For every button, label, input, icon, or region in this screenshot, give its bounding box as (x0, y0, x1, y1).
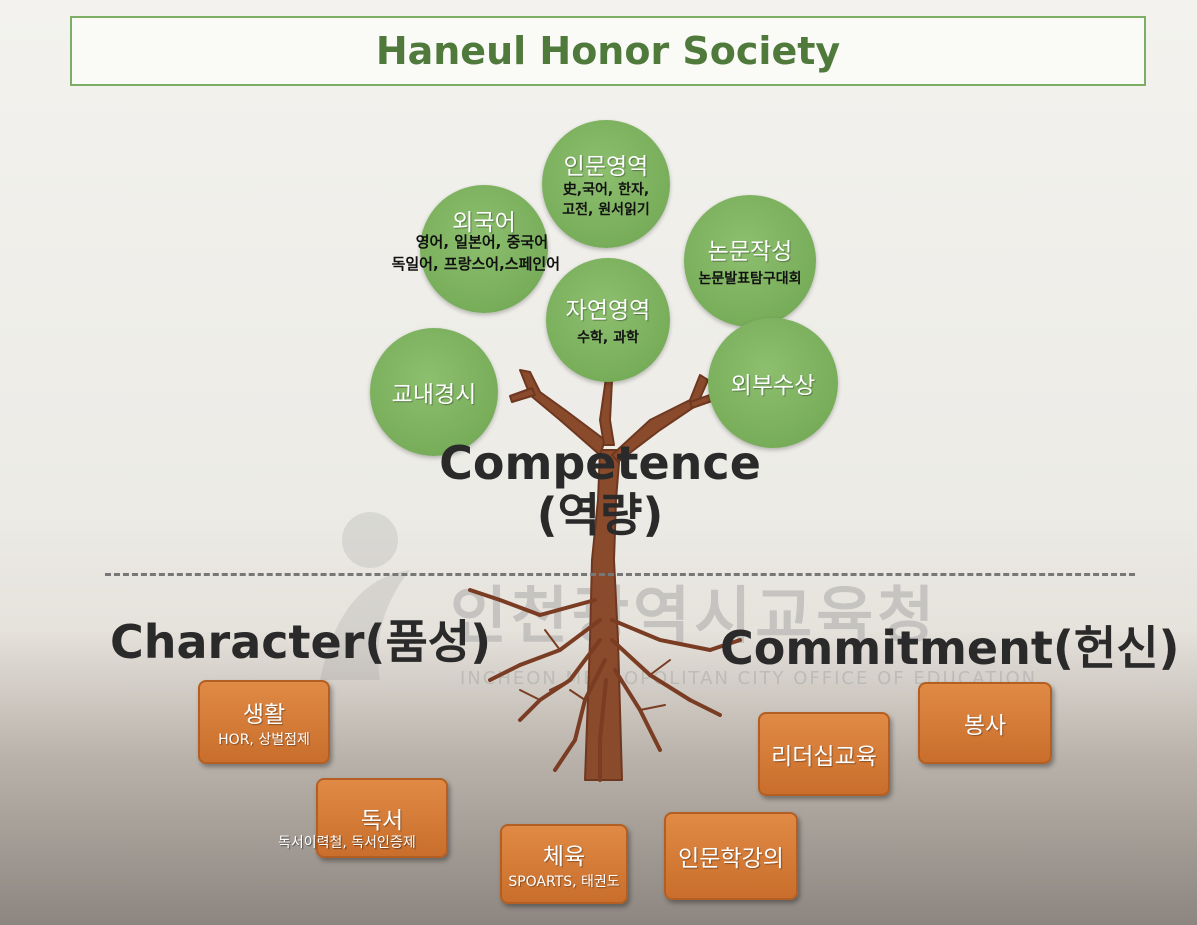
circle-thesis: 논문작성 논문발표탐구대회 (684, 195, 816, 327)
circle-school-competition-title: 교내경시 (391, 382, 477, 408)
circle-thesis-sub1: 논문발표탐구대회 (698, 271, 802, 288)
circle-school-competition: 교내경시 (370, 328, 498, 456)
competence-label-line1: Competence (439, 436, 761, 490)
watermark-logo (320, 512, 410, 680)
competence-label-line2: (역량) (536, 487, 664, 542)
circle-humanities-title: 인문영역 (563, 154, 649, 181)
foreign-language-sub2: 독일어, 프랑스어,스페인어 (391, 254, 560, 273)
box-reading-title: 독서 (360, 808, 404, 834)
circle-foreign-language-title: 외국어 (452, 210, 516, 236)
box-reading: 독서 (316, 778, 448, 858)
circle-humanities-sub2: 고전, 원서읽기 (562, 202, 650, 218)
box-humanities-lecture: 인문학강의 (664, 812, 798, 900)
box-life: 생활 HOR, 상벌점제 (198, 680, 330, 764)
circle-humanities-sub1: 史,국어, 한자, (562, 182, 650, 199)
circle-foreign-language-subtext: 영어, 일본어, 중국어 독일어, 프랑스어,스페인어 (340, 232, 560, 276)
box-life-title: 생활 (242, 702, 286, 728)
box-sports-sub: SPOARTS, 태권도 (508, 874, 620, 890)
circle-humanities: 인문영역 史,국어, 한자, 고전, 원서읽기 (542, 120, 670, 248)
circle-foreign-language: 외국어 (420, 185, 548, 313)
box-leadership: 리더십교육 (758, 712, 890, 796)
circle-thesis-title: 논문작성 (707, 239, 793, 266)
box-life-sub: HOR, 상벌점제 (218, 732, 310, 748)
foreign-language-sub1: 영어, 일본어, 중국어 (415, 233, 548, 251)
commitment-label: Commitment(헌신) (720, 621, 1180, 675)
box-sports-title: 체육 (542, 844, 586, 870)
box-volunteer-title: 봉사 (963, 713, 1007, 739)
circle-external-awards-title: 외부수상 (730, 373, 816, 399)
page-title: Haneul Honor Society (375, 29, 841, 73)
watermark-text: 인천광역시교육청 (450, 579, 939, 652)
circle-external-awards: 외부수상 (708, 318, 838, 448)
box-humanities-lecture-title: 인문학강의 (678, 846, 784, 872)
circle-natural-science: 자연영역 수학, 과학 (546, 258, 670, 382)
box-leadership-title: 리더십교육 (771, 744, 877, 770)
competence-label: Competence (역량) (430, 436, 770, 542)
title-box: Haneul Honor Society (70, 16, 1146, 86)
circle-natural-science-sub1: 수학, 과학 (577, 330, 639, 347)
circle-natural-science-title: 자연영역 (565, 298, 651, 325)
box-volunteer: 봉사 (918, 682, 1052, 764)
box-reading-sub: 독서이력철, 독서인증제 (278, 835, 416, 851)
section-divider (105, 573, 1135, 576)
character-label: Character(품성) (110, 615, 492, 669)
box-sports: 체육 SPOARTS, 태권도 (500, 824, 628, 904)
